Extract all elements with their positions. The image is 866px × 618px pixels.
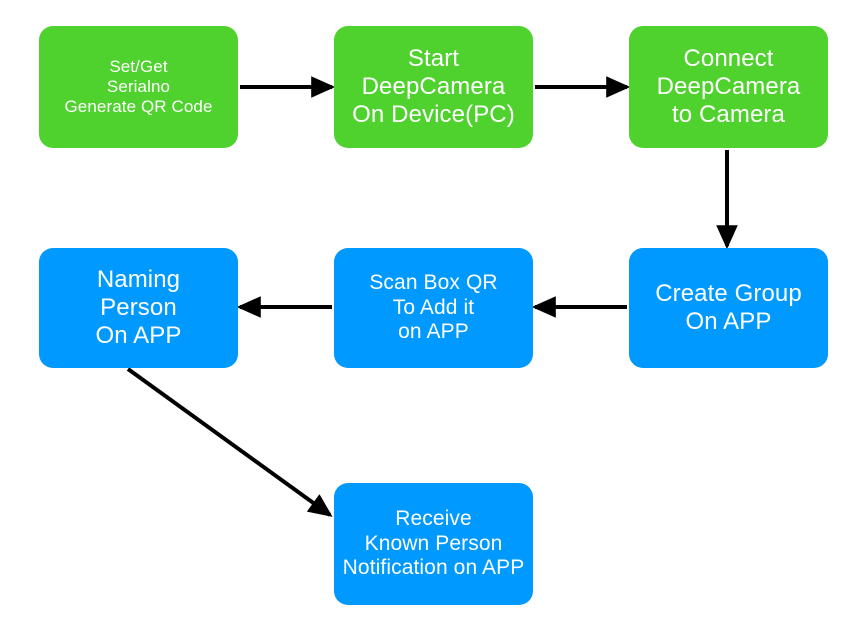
node-create-group[interactable]: Create Group On APP (629, 248, 828, 368)
node-receive-notification[interactable]: Receive Known Person Notification on APP (334, 483, 533, 605)
node-start-deepcamera[interactable]: Start DeepCamera On Device(PC) (334, 26, 533, 148)
node-set-get-serialno[interactable]: Set/Get Serialno Generate QR Code (39, 26, 238, 148)
node-connect-deepcamera[interactable]: Connect DeepCamera to Camera (629, 26, 828, 148)
edge-naming-to-receive (126, 367, 333, 517)
node-scan-box-qr[interactable]: Scan Box QR To Add it on APP (334, 248, 533, 368)
node-naming-person[interactable]: Naming Person On APP (39, 248, 238, 368)
